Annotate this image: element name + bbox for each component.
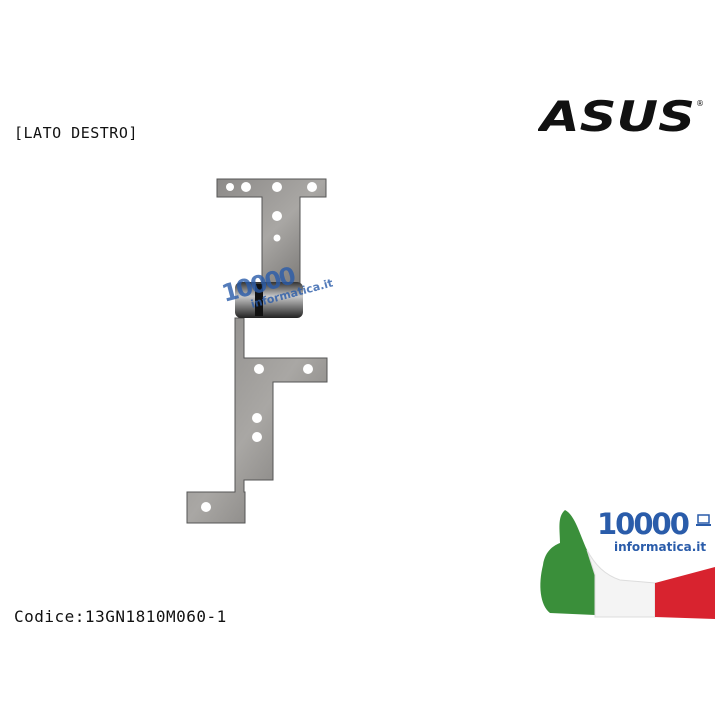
hinge-bracket xyxy=(186,178,328,524)
thumbs-up-flag-logo xyxy=(540,510,715,619)
logo-number: 10000 xyxy=(597,507,690,541)
side-label: [LATO DESTRO] xyxy=(14,124,138,142)
svg-text:®: ® xyxy=(696,99,703,108)
asus-logo: ASUS ® xyxy=(538,96,703,136)
laptop-icon xyxy=(696,514,711,526)
product-code: Codice:13GN1810M060-1 xyxy=(14,607,227,626)
logo-domain: informatica.it xyxy=(614,540,707,554)
bracket-holes xyxy=(201,182,317,512)
svg-text:ASUS: ASUS xyxy=(538,96,695,136)
hinge-barrel xyxy=(235,282,303,318)
